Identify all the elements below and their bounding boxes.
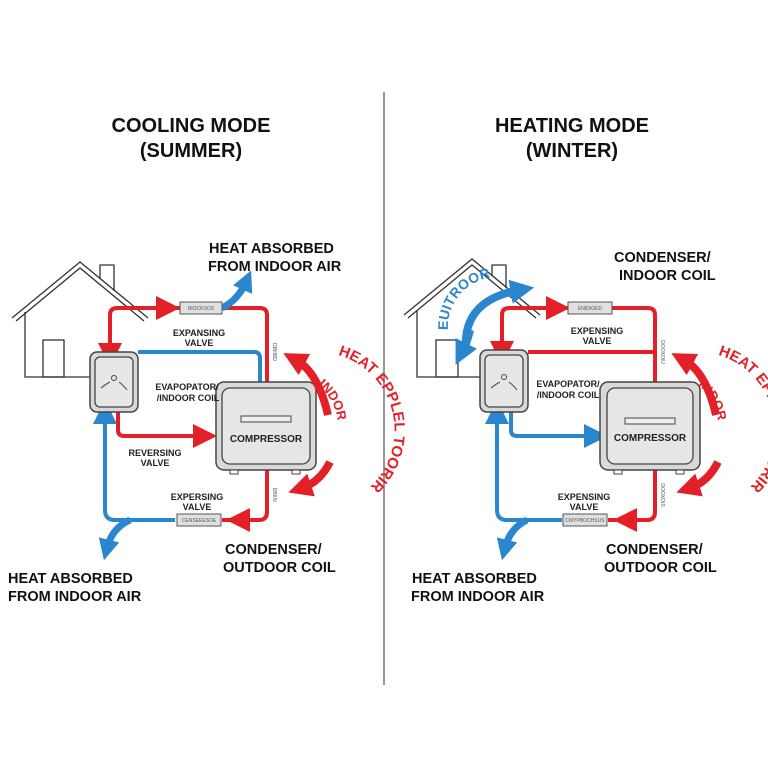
lower-valve-label-2: VALVE — [570, 502, 599, 512]
indoor-coil-label: EVAPOPATOR/ — [536, 379, 600, 389]
heat-cycle-arrow-lower-icon — [288, 460, 334, 497]
bottom-label-line2: FROM INDOOR AIR — [411, 589, 545, 605]
indoor-air-arrow-end-icon — [455, 329, 478, 365]
indoor-coil-label-2: /INDOOR COIL — [157, 393, 220, 403]
bottom-label-line1: HEAT ABSORBED — [412, 571, 537, 587]
lower-expansion-valve — [176, 513, 222, 527]
upper-valve-label: EXPANSING — [173, 328, 225, 338]
top-label-line2: INDOOR COIL — [619, 268, 716, 284]
cooling-title: COOLING MODE — [112, 115, 271, 137]
outdoor-coil-label: CONDENSER/ — [606, 542, 703, 558]
bottom-label-line1: HEAT ABSORBED — [8, 571, 133, 587]
reversing-valve-label: REVERSING — [128, 448, 181, 458]
heat-absorbed-arrow-icon — [496, 516, 529, 561]
lower-valve-label: EXPENSING — [558, 492, 611, 502]
compressor-unit: COMPRESSOR — [215, 381, 317, 475]
vertical-tag-upper: DOOXOIU — [659, 340, 665, 364]
upper-valve-label-2: VALVE — [185, 338, 214, 348]
outdoor-coil-label-2: OUTDOOR COIL — [223, 560, 336, 576]
indoor-coil-label-2: /INDOOR COIL — [537, 390, 600, 400]
lower-valve-label: EXPERSING — [171, 492, 224, 502]
upper-valve-tag: ENIDIOED — [578, 306, 603, 312]
indoor-air-arrow-icon — [461, 279, 535, 351]
heat-cycle-arrow-lower-icon — [676, 460, 722, 497]
house-arrow-label: EUITROOR — [435, 265, 491, 331]
upper-valve-label-2: VALVE — [583, 336, 612, 346]
indoor-coil-unit — [89, 351, 139, 413]
vertical-tag-lower: DBIIIV — [271, 488, 277, 503]
outdoor-coil-label: CONDENSER/ — [225, 542, 322, 558]
heat-out-arrow-icon — [220, 270, 253, 312]
upper-expansion-valve — [179, 301, 223, 315]
lower-valve-tag: CENSEEESOE — [182, 518, 217, 524]
lower-valve-tag: CMYPBOCHSUS — [565, 518, 605, 524]
heating-title: HEATING MODE — [495, 115, 649, 137]
curved-label-outer: HEAT EPPLEL TOORIR — [337, 343, 408, 496]
heat-cycle-arrow-upper-icon — [671, 353, 720, 416]
upper-valve-tag: BIOCKSOS — [188, 306, 215, 312]
heat-cycle-arrow-upper-icon — [283, 353, 332, 416]
top-label-line1: CONDENSER/ — [614, 250, 711, 266]
cooling-subtitle: (SUMMER) — [140, 140, 242, 162]
lower-valve-label-2: VALVE — [183, 502, 212, 512]
upper-valve-label: EXPENSING — [571, 326, 624, 336]
top-label-line1: HEAT ABSORBED — [209, 241, 334, 257]
outdoor-coil-label-2: OUTDOOR COIL — [604, 560, 717, 576]
upper-expansion-valve — [567, 301, 613, 315]
vertical-tag-upper: DBIIIBD — [271, 343, 277, 361]
reversing-valve-label-2: VALVE — [141, 458, 170, 468]
compressor-label: COMPRESSOR — [614, 433, 687, 444]
heating-subtitle: (WINTER) — [526, 140, 618, 162]
indoor-coil-unit — [479, 349, 529, 413]
heat-absorbed-arrow-icon — [98, 516, 132, 561]
top-label-line2: FROM INDOOR AIR — [208, 259, 342, 275]
compressor-unit: COMPRESSOR — [599, 381, 701, 475]
bottom-label-line2: FROM INDOOR AIR — [8, 589, 142, 605]
cooling-panel: COOLING MODE (SUMMER) BIOCKSOS CENSEEESO… — [8, 115, 408, 605]
lower-expansion-valve — [562, 513, 608, 527]
indoor-coil-label: EVAPOPATOR/ — [155, 382, 219, 392]
heating-panel: HEATING MODE (WINTER) EUITROOR ENIDIOED — [403, 115, 768, 605]
vertical-tag-lower: DOOXOIS — [659, 483, 665, 507]
compressor-label: COMPRESSOR — [230, 434, 303, 445]
